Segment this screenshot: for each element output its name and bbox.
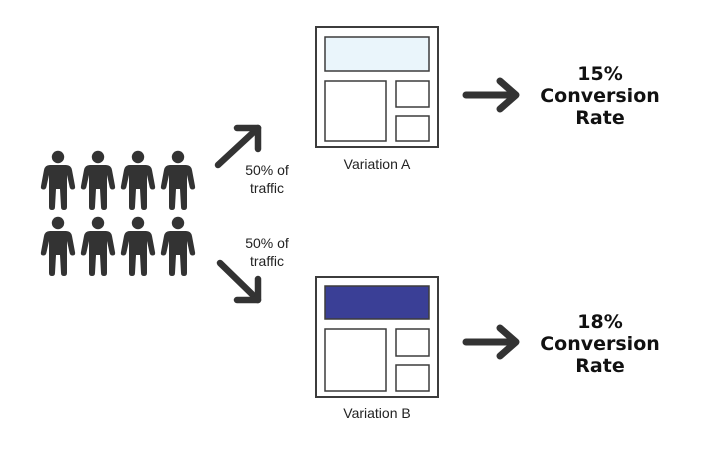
split-label-bottom: 50% of traffic bbox=[245, 235, 289, 269]
person-icon bbox=[120, 150, 156, 210]
variation-a-caption: Variation A bbox=[343, 156, 411, 172]
variation-b-header-block bbox=[324, 285, 430, 320]
person-icon bbox=[160, 216, 196, 276]
arrow-up-right-icon bbox=[214, 124, 262, 169]
variation-a-result-text: Conversion Rate bbox=[540, 85, 660, 129]
person-icon bbox=[120, 216, 156, 276]
variation-b-result-value: 18% bbox=[577, 311, 623, 333]
variation-b-result: 18% Conversion Rate bbox=[525, 311, 675, 377]
person-icon bbox=[80, 150, 116, 210]
arrow-right-icon bbox=[462, 324, 520, 360]
variation-a-wireframe bbox=[315, 26, 439, 148]
variation-a-result: 15% Conversion Rate bbox=[525, 63, 675, 129]
variation-a-header-block bbox=[324, 36, 430, 72]
arrow-down-right-icon bbox=[216, 259, 262, 304]
split-label-top: 50% of traffic bbox=[245, 162, 289, 196]
variation-a-result-value: 15% bbox=[577, 63, 623, 85]
people-group bbox=[40, 150, 196, 276]
person-icon bbox=[40, 216, 76, 276]
variation-b-wireframe bbox=[315, 276, 439, 398]
person-icon bbox=[40, 150, 76, 210]
arrow-right-icon bbox=[462, 77, 520, 113]
person-icon bbox=[160, 150, 196, 210]
variation-b-caption: Variation B bbox=[343, 405, 411, 421]
variation-b-result-text: Conversion Rate bbox=[540, 333, 660, 377]
person-icon bbox=[80, 216, 116, 276]
